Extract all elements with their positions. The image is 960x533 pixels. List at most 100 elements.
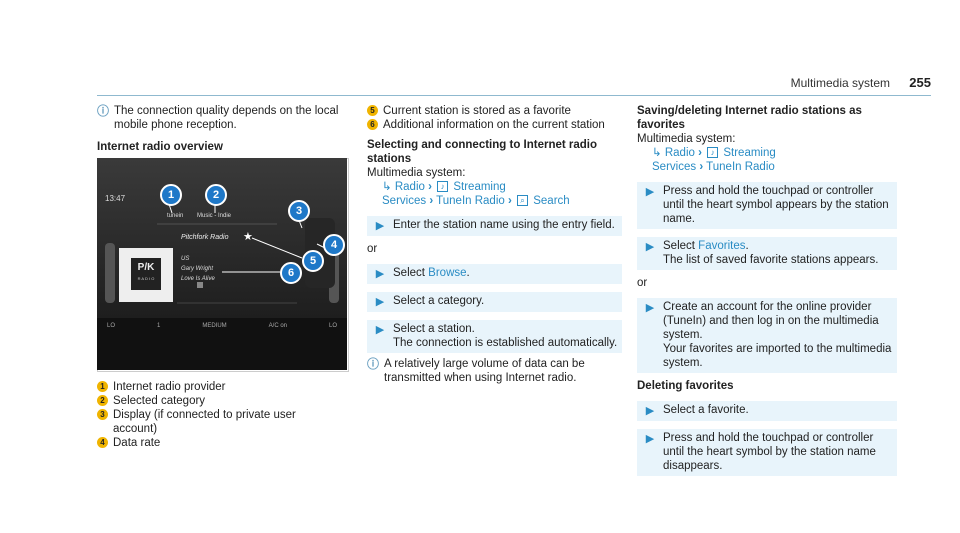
system-label: Multimedia system:: [367, 167, 466, 179]
favorites-link[interactable]: Favorites: [698, 240, 746, 252]
step-text: Select Browse.: [393, 266, 620, 280]
chevron-icon: ›: [429, 195, 434, 207]
column-1: ⓘ The connection quality depends on the …: [97, 104, 359, 154]
step-text: Press and hold the touchpad or controlle…: [663, 185, 889, 225]
path-services[interactable]: Services: [652, 161, 697, 173]
callout-4: 4: [323, 234, 345, 256]
legend-number: 5: [367, 105, 378, 116]
chevron-icon: ›: [699, 161, 704, 173]
path-services[interactable]: Services: [382, 195, 427, 207]
info-note: ⓘ The connection quality depends on the …: [97, 104, 359, 132]
column-3: Saving/deleting Internet radio stations …: [637, 104, 897, 476]
note-text: A relatively large volume of data can be…: [384, 358, 585, 384]
legend-item: 3 Display (if connected to private user a…: [97, 408, 327, 436]
legend-number: 1: [97, 381, 108, 392]
legend-text: Display (if connected to private user ac…: [113, 409, 296, 435]
path-radio[interactable]: Radio: [394, 181, 425, 193]
station-song: Love Is Alive: [181, 276, 215, 282]
menu-path: ↳ Radio › ♪ Streaming Services › TuneIn …: [367, 180, 622, 208]
page-number: 255: [909, 75, 931, 90]
step: ▶ Create an account for the online provid…: [637, 298, 897, 373]
step: ▶ Select a station. The connection is esta…: [367, 320, 622, 353]
step-arrow-icon: ▶: [375, 324, 385, 336]
section-heading: Internet radio overview: [97, 141, 223, 153]
path-radio[interactable]: Radio: [664, 147, 695, 159]
station-logo: P/K: [137, 262, 155, 273]
step: ▶ Enter the station name using the entry …: [367, 216, 622, 236]
legend-text: Internet radio provider: [113, 381, 226, 393]
favorite-star-icon: ★: [243, 231, 253, 243]
note-text: The connection quality depends on the lo…: [114, 105, 339, 131]
callout-5: 5: [302, 250, 324, 272]
step-suffix: .: [745, 240, 749, 252]
ac-status: A/C on: [268, 323, 287, 329]
provider-label: tunein: [167, 213, 184, 219]
station-country: US: [181, 256, 190, 262]
step-result: The connection is established automatica…: [393, 337, 618, 349]
step-text: Select a station. The connection is estab…: [393, 322, 620, 350]
return-arrow-icon: ↳: [652, 147, 662, 159]
station-artist: Gary Wright: [181, 266, 214, 272]
menu-path: ↳ Radio › ♪ Streaming Services › TuneIn …: [637, 146, 897, 174]
or-label: or: [637, 277, 648, 289]
legend-number: 2: [97, 395, 108, 406]
step-text: Create an account for the online provide…: [663, 300, 895, 370]
system-label: Multimedia system:: [637, 133, 736, 145]
step-arrow-icon: ▶: [375, 220, 385, 232]
header-divider: [97, 95, 931, 96]
radio-screen: 13:47 tunein Music - Indie Pitchfork Rad…: [97, 158, 347, 370]
streaming-icon: ♪: [707, 147, 719, 159]
legend-item: 1 Internet radio provider: [97, 380, 327, 394]
path-search[interactable]: Search: [533, 195, 570, 207]
column-2: 5 Current station is stored as a favorite…: [367, 104, 622, 385]
legend-item: 2 Selected category: [97, 394, 327, 408]
path-tunein[interactable]: TuneIn Radio: [436, 195, 505, 207]
legend-text: Current station is stored as a favorite: [383, 105, 571, 117]
step-result: Your favorites are imported to the multi…: [663, 343, 892, 369]
callout-6: 6: [280, 262, 302, 284]
legend-text: Data rate: [113, 437, 161, 449]
step-text: Select Favorites.The list of saved favor…: [663, 239, 895, 267]
info-icon: ⓘ: [97, 104, 110, 118]
climate-left-temp: LO: [107, 323, 116, 329]
info-icon: ⓘ: [367, 357, 380, 371]
legend-number: 3: [97, 409, 108, 420]
path-streaming[interactable]: Streaming: [453, 181, 506, 193]
step-line: Select a station.: [393, 323, 475, 335]
step-result: The list of saved favorite stations appe…: [663, 254, 879, 266]
chevron-icon: ›: [428, 181, 432, 193]
callout-1: 1: [160, 184, 182, 206]
legend-text: Selected category: [113, 395, 206, 407]
step-arrow-icon: ▶: [645, 302, 655, 314]
category-label: Music - Indie: [197, 213, 232, 219]
legend-item: 5 Current station is stored as a favorite: [367, 104, 622, 118]
return-arrow-icon: ↳: [382, 181, 392, 193]
station-logo-sub: R A D I O: [137, 276, 155, 281]
section-heading: Saving/deleting Internet radio stations …: [637, 105, 862, 131]
step: ▶ Select Favorites.The list of saved favo…: [637, 237, 897, 270]
station-name: Pitchfork Radio: [181, 234, 229, 241]
step-text: Press and hold the touchpad or controlle…: [663, 432, 876, 472]
info-note: ⓘ A relatively large volume of data can …: [367, 357, 622, 385]
step-arrow-icon: ▶: [645, 433, 655, 445]
clock: 13:47: [105, 194, 126, 203]
step-text: Enter the station name using the entry f…: [393, 219, 615, 231]
path-streaming[interactable]: Streaming: [723, 147, 776, 159]
climate-right-temp: LO: [328, 323, 337, 329]
step: ▶Press and hold the touchpad or controll…: [637, 182, 897, 229]
climate-mode: MEDIUM: [202, 323, 227, 329]
step-arrow-icon: ▶: [375, 268, 385, 280]
browse-link[interactable]: Browse: [428, 267, 467, 279]
fan-level: 1: [157, 323, 161, 329]
step: ▶Select a category.: [367, 292, 622, 312]
step: ▶ Select Browse.: [367, 264, 622, 284]
step-arrow-icon: ▶: [645, 241, 655, 253]
climate-bar: LO 1 MEDIUM A/C on LO: [107, 323, 337, 329]
chevron-icon: ›: [698, 147, 702, 159]
section-title: Multimedia system: [790, 76, 890, 90]
or-label: or: [367, 243, 378, 255]
path-tunein[interactable]: TuneIn Radio: [706, 161, 775, 173]
callout-2: 2: [205, 184, 227, 206]
step-text: Select a favorite.: [663, 404, 749, 416]
